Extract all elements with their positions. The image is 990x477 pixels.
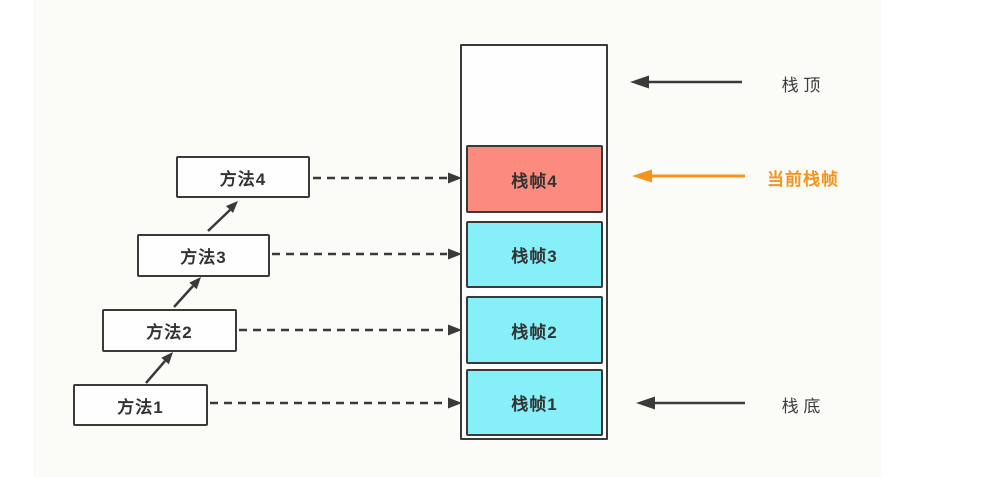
method-1-label: 方法1 [117, 397, 164, 417]
stack-top-label: 栈 顶 [781, 76, 821, 95]
method-box-4: 方法4 [176, 156, 310, 198]
stack-frame-2: 栈帧2 [466, 296, 603, 364]
method-box-1: 方法1 [73, 384, 208, 426]
stack-bottom-label: 栈 底 [781, 397, 821, 416]
stack-frame-1: 栈帧1 [466, 369, 603, 436]
method-2-label: 方法2 [146, 323, 193, 342]
stack-frame-3: 栈帧3 [466, 221, 603, 288]
stack-frame-1-label: 栈帧1 [511, 395, 558, 414]
current-frame-label: 当前栈帧 [767, 170, 839, 189]
stack-frame-2-label: 栈帧2 [511, 322, 558, 342]
stack-frame-4-label: 栈帧4 [511, 171, 558, 191]
method-box-3: 方法3 [137, 234, 270, 277]
stack-frame-4-current: 栈帧4 [466, 145, 603, 213]
method-4-label: 方法4 [219, 169, 267, 189]
method-box-2: 方法2 [102, 309, 237, 352]
method-3-label: 方法3 [180, 248, 227, 267]
stack-frame-3-label: 栈帧3 [511, 247, 558, 266]
